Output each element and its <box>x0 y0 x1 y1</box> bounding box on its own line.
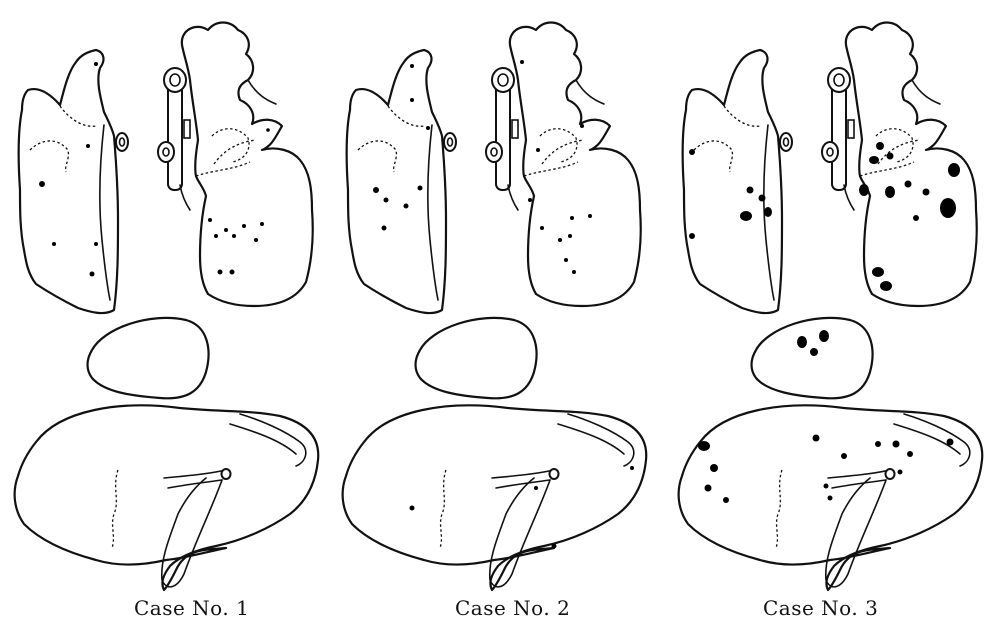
case-2-left-lung <box>347 50 456 313</box>
case-1-lesions <box>39 62 270 277</box>
case-3-panel <box>679 23 983 591</box>
case-3-lesions <box>689 142 960 503</box>
case-1-caption: Case No. 1 <box>134 596 249 620</box>
case-3-small-organ <box>752 318 873 398</box>
case-3-left-lung <box>683 50 792 313</box>
case-2-small-organ <box>416 318 537 398</box>
case-1-left-lung <box>19 50 128 313</box>
case-1-liver <box>15 405 319 590</box>
case-2-panel <box>343 23 647 591</box>
case-2-liver <box>343 405 647 590</box>
case-1-panel <box>15 23 319 591</box>
case-1-small-organ <box>88 318 209 398</box>
case-2-right-lung <box>486 23 641 307</box>
case-2-caption: Case No. 2 <box>455 596 570 620</box>
case-1-right-lung <box>158 23 313 307</box>
case-3-caption: Case No. 3 <box>763 596 878 620</box>
